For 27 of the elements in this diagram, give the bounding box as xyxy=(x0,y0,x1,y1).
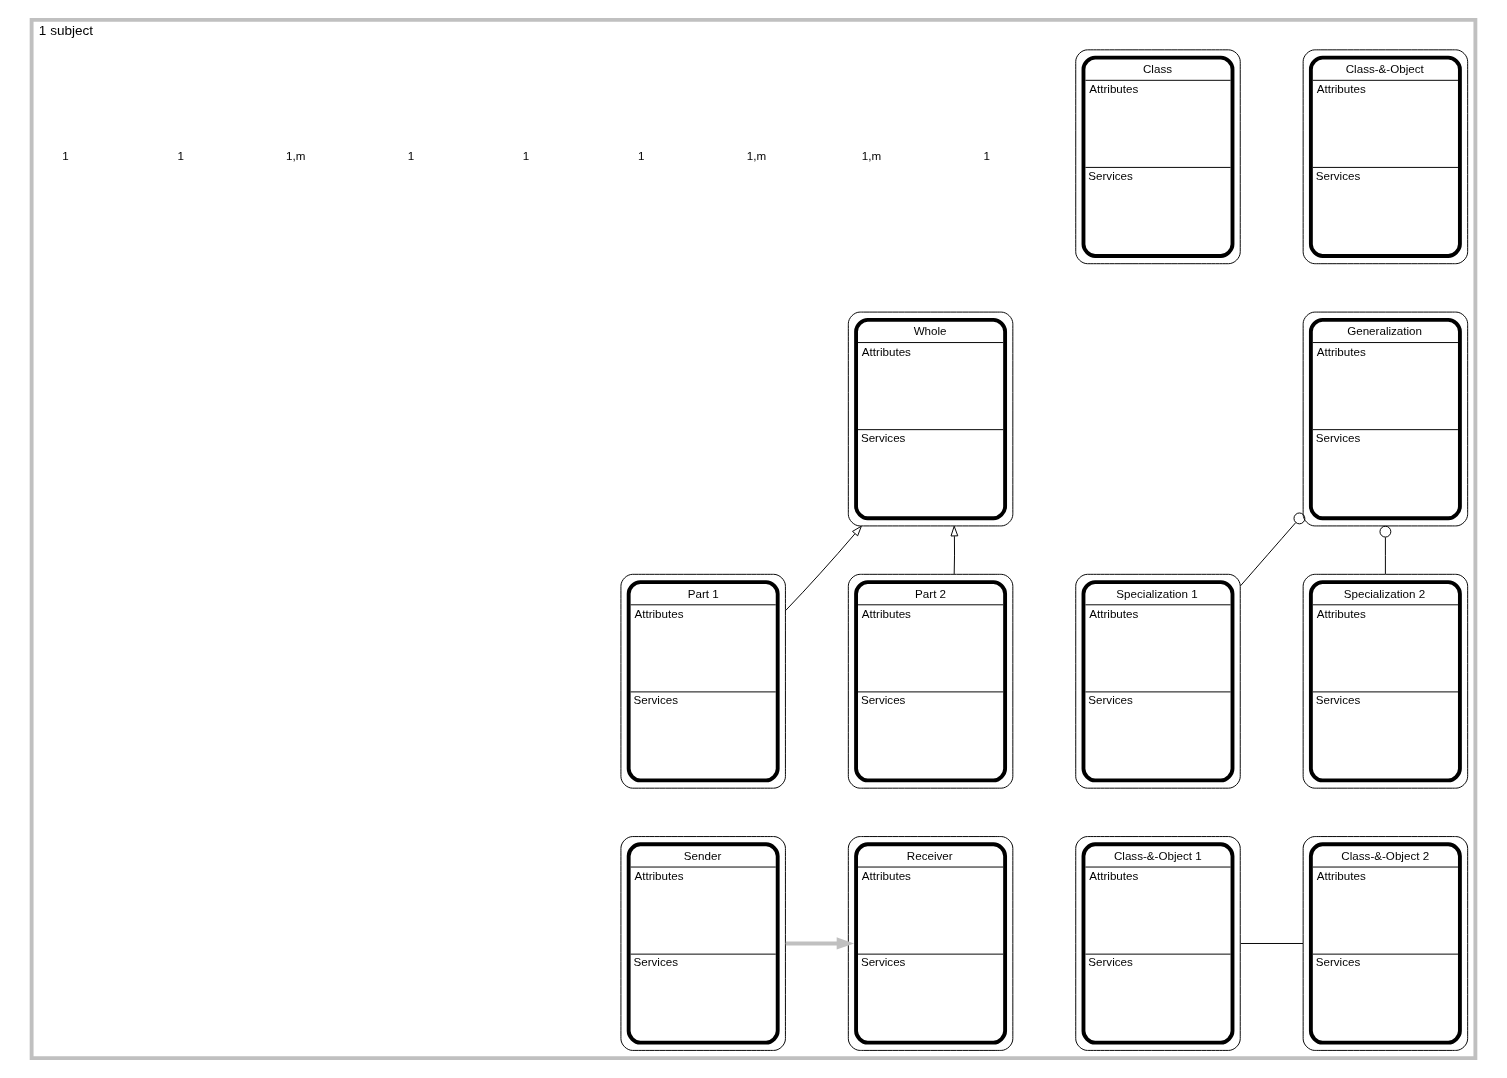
connector xyxy=(1240,943,1304,944)
arrow xyxy=(950,525,959,575)
node-box: Sender Attributes Services xyxy=(620,836,786,1051)
label: 1,m xyxy=(746,148,767,162)
node-box: Class-&-Object 1 Attributes Services xyxy=(1075,836,1241,1051)
node-box: Part 1 Attributes Services xyxy=(620,573,786,789)
node-box: Class Attributes Services xyxy=(1075,49,1241,265)
label: 1 xyxy=(407,148,415,162)
connector xyxy=(1379,525,1392,575)
node-box: Whole Attributes Services xyxy=(847,311,1014,527)
label: 1,m xyxy=(286,148,306,162)
label: 1 xyxy=(638,148,645,162)
node-box: Part 2 Attributes Services xyxy=(847,573,1014,789)
label: 1 xyxy=(522,148,530,162)
node-box: Specialization 2 Attributes Services xyxy=(1302,573,1469,789)
label: 1 xyxy=(62,148,69,162)
node-box: Receiver Attributes Services xyxy=(847,836,1014,1051)
label: 1 xyxy=(983,148,990,162)
label: 1 xyxy=(177,148,184,162)
node-box: Class-&-Object 2 Attributes Services xyxy=(1302,836,1469,1051)
arrow xyxy=(785,937,855,950)
label: 1,m xyxy=(861,148,882,162)
node-box: Specialization 1 Attributes Services xyxy=(1075,573,1241,789)
connector xyxy=(1240,512,1306,587)
node-box: Class-&-Object Attributes Services xyxy=(1302,49,1469,265)
node-box: Generalization Attributes Services xyxy=(1302,311,1469,527)
arrow xyxy=(785,525,862,611)
